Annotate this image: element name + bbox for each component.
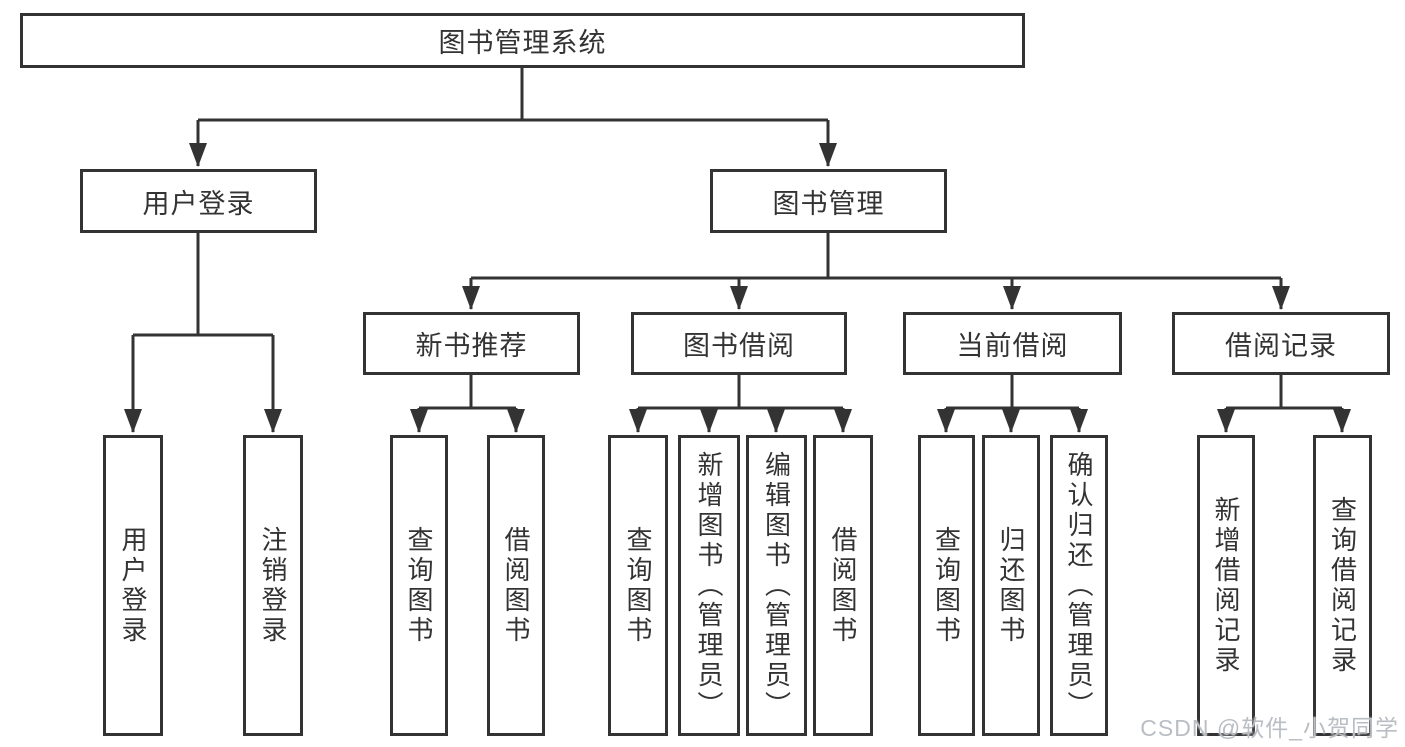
- node-user-login: 用户登录: [80, 169, 317, 233]
- node-add-books-admin: 新增图书（管理员）: [678, 435, 740, 736]
- node-book-borrowing-label: 图书借阅: [683, 331, 795, 361]
- node-library-system-label: 图书管理系统: [438, 28, 607, 58]
- node-user-login-label: 用户登录: [142, 188, 255, 219]
- node-query-books-current: 查询图书: [918, 435, 975, 736]
- node-edit-books-admin: 编辑图书（管理员）: [746, 435, 807, 736]
- node-borrow-books-recommend: 借阅图书: [487, 435, 545, 736]
- node-new-book-recommend-label: 新书推荐: [415, 331, 528, 361]
- node-borrowing-records-label: 借阅记录: [1225, 331, 1337, 361]
- node-new-book-recommend: 新书推荐: [363, 312, 580, 375]
- node-confirm-return-admin: 确认归还（管理员）: [1050, 435, 1108, 736]
- node-book-management-label: 图书管理: [772, 188, 885, 219]
- node-query-books-borrowing: 查询图书: [608, 435, 668, 736]
- node-add-borrow-record: 新增借阅记录: [1197, 435, 1255, 736]
- node-logout: 注销登录: [243, 435, 303, 736]
- node-query-books-recommend: 查询图书: [390, 435, 448, 736]
- node-user-login-action: 用户登录: [103, 435, 163, 736]
- node-query-borrow-record: 查询借阅记录: [1313, 435, 1372, 736]
- node-current-borrowing: 当前借阅: [903, 312, 1122, 375]
- node-book-borrowing: 图书借阅: [631, 312, 847, 375]
- node-book-management: 图书管理: [710, 169, 947, 233]
- node-library-system: 图书管理系统: [20, 13, 1025, 68]
- node-return-books: 归还图书: [982, 435, 1040, 736]
- node-current-borrowing-label: 当前借阅: [956, 331, 1069, 361]
- node-borrow-books-borrowing: 借阅图书: [813, 435, 873, 736]
- node-borrowing-records: 借阅记录: [1172, 312, 1390, 375]
